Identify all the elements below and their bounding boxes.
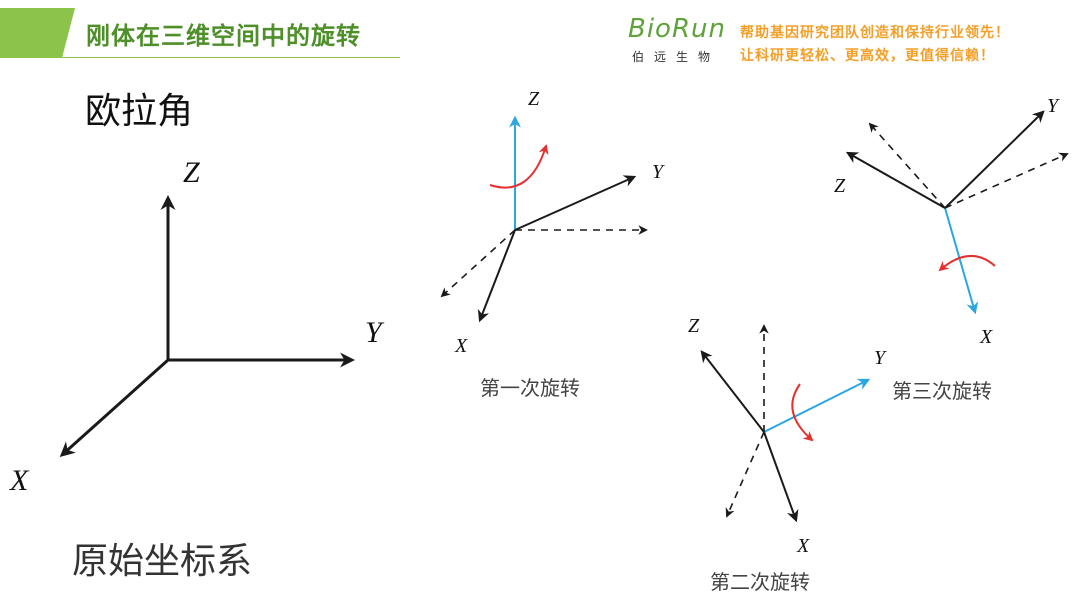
first-x-previous-axis (440, 229, 516, 298)
logo-text: BioRun (628, 14, 726, 44)
second-x-axis (763, 431, 799, 523)
second-y-axis (763, 378, 871, 433)
second-x-previous-axis (725, 431, 765, 518)
original-x-axis (59, 358, 170, 458)
original-x-label: X (9, 464, 30, 497)
first-rotation-frame: Z Y X (440, 88, 665, 357)
logo-subtitle: 伯远生物 (632, 50, 721, 64)
title-bar: 刚体在三维空间中的旋转 (0, 8, 400, 58)
first-rotation-caption: 第一次旋转 (480, 376, 580, 400)
slogan-line-1: 帮助基因研究团队创造和保持行业领先！ (740, 25, 1010, 41)
third-z-previous-axis (868, 122, 946, 209)
second-rotation-caption: 第二次旋转 (710, 570, 810, 594)
second-rotation-frame: Z Y X (688, 315, 887, 557)
third-rotation-arrow (938, 254, 996, 272)
second-z-axis (700, 350, 765, 433)
third-z-axis (845, 151, 946, 209)
second-x-label: X (796, 535, 810, 557)
page-title: 刚体在三维空间中的旋转 (86, 22, 361, 50)
original-y-label: Y (365, 316, 385, 349)
third-y-axis (944, 110, 1045, 209)
second-y-label: Y (874, 347, 887, 369)
original-z-label: Z (183, 156, 200, 189)
original-frame: Z Y X (9, 156, 385, 497)
third-y-label: Y (1047, 95, 1060, 117)
third-rotation-caption: 第三次旋转 (892, 379, 992, 403)
third-x-axis (944, 207, 979, 315)
section-heading: 欧拉角 (85, 91, 194, 132)
first-y-label: Y (652, 161, 665, 183)
first-z-label: Z (528, 88, 540, 110)
title-accent-shape (0, 8, 400, 58)
second-rotation-arrow (791, 383, 814, 442)
second-z-label: Z (688, 315, 700, 337)
first-x-axis (477, 229, 516, 323)
first-x-label: X (454, 335, 468, 357)
brand-logo: BioRun 伯远生物 (628, 14, 738, 66)
original-frame-caption: 原始坐标系 (72, 541, 253, 582)
third-x-label: X (979, 326, 993, 348)
third-z-label: Z (834, 175, 846, 197)
slogan-line-2: 让科研更轻松、更高效，更值得信赖！ (740, 48, 995, 64)
first-rotation-arrow (489, 144, 549, 189)
first-y-axis (514, 175, 637, 231)
third-y-previous-axis (944, 152, 1069, 209)
third-rotation-frame: Y Z X (834, 95, 1069, 348)
